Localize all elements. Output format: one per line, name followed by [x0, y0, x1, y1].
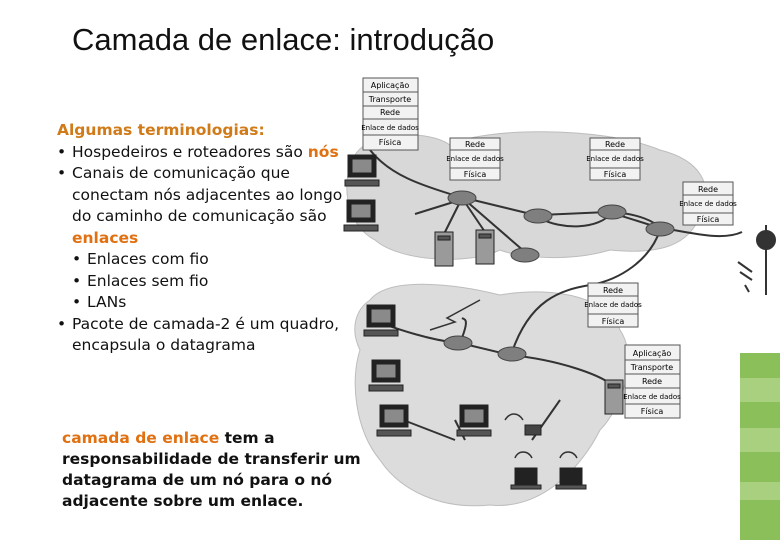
stack-label: Rede [465, 140, 485, 149]
stack-label: Enlace de dados [446, 155, 504, 163]
protocol-stack-3-b: Rede Enlace de dados Física [586, 138, 644, 180]
stack-label: Enlace de dados [679, 200, 737, 208]
stack-label: Enlace de dados [586, 155, 644, 163]
stack-label: Física [379, 138, 402, 147]
router-icon [524, 209, 552, 223]
stack-label: Transporte [630, 363, 674, 372]
stack-label: Enlace de dados [584, 301, 642, 309]
protocol-stack-3-a: Rede Enlace de dados Física [446, 138, 504, 180]
computer-icon [345, 155, 379, 186]
computer-icon [344, 200, 378, 231]
stack-label: Rede [698, 185, 718, 194]
protocol-stack-3-c: Rede Enlace de dados Física [679, 182, 737, 225]
protocol-stack-5-top: Aplicação Transporte Rede Enlace de dado… [361, 78, 419, 150]
router-icon [646, 222, 674, 236]
server-icon [435, 232, 453, 266]
server-icon [476, 230, 494, 264]
stack-label: Física [602, 317, 625, 326]
lan-cloud [355, 284, 628, 505]
stack-label: Aplicação [371, 81, 410, 90]
stack-label: Rede [380, 108, 400, 117]
computer-icon [377, 405, 411, 436]
stack-label: Enlace de dados [361, 124, 419, 132]
router-icon [448, 191, 476, 205]
computer-icon [364, 305, 398, 336]
router-icon [598, 205, 626, 219]
wireless-access-point-icon [525, 425, 541, 435]
stack-label: Física [604, 170, 627, 179]
stack-label: Enlace de dados [623, 393, 681, 401]
computer-icon [369, 360, 403, 391]
clip-icon [738, 225, 775, 295]
stack-label: Transporte [368, 95, 412, 104]
stack-label: Física [697, 215, 720, 224]
router-icon [498, 347, 526, 361]
stack-label: Aplicação [633, 349, 672, 358]
isp-cloud [347, 132, 706, 260]
laptop-icon [511, 468, 541, 489]
stack-label: Rede [642, 377, 662, 386]
computer-icon [457, 405, 491, 436]
protocol-stack-3-d: Rede Enlace de dados Física [584, 283, 642, 327]
stack-label: Física [464, 170, 487, 179]
protocol-stack-5-bottom: Aplicação Transporte Rede Enlace de dado… [623, 345, 681, 418]
server-icon [605, 380, 623, 414]
stack-label: Rede [605, 140, 625, 149]
stack-label: Rede [603, 286, 623, 295]
router-icon [511, 248, 539, 262]
decorative-bars [740, 353, 780, 540]
stack-label: Física [641, 407, 664, 416]
laptop-icon [556, 468, 586, 489]
router-icon [444, 336, 472, 350]
